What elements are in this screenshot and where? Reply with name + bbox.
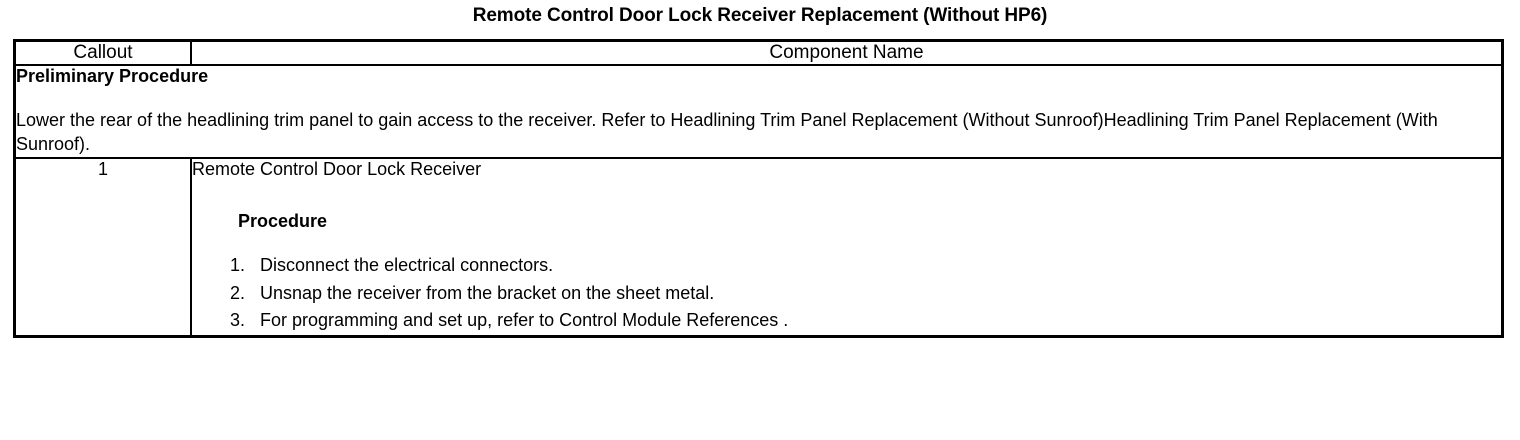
preliminary-procedure-row: Preliminary Procedure Lower the rear of …: [13, 64, 1504, 159]
procedure-heading: Procedure: [238, 211, 328, 232]
page-title: Remote Control Door Lock Receiver Replac…: [472, 5, 1048, 26]
list-item: Unsnap the receiver from the bracket on …: [250, 280, 1501, 308]
table-row: 1 Remote Control Door Lock Receiver Proc…: [13, 156, 1504, 338]
table-header-row: Callout Component Name: [13, 39, 1504, 66]
preliminary-procedure-heading: Preliminary Procedure: [16, 66, 209, 86]
component-detail-cell: Remote Control Door Lock Receiver Proced…: [190, 156, 1504, 338]
preliminary-procedure-body: Lower the rear of the headlining trim pa…: [16, 109, 1438, 154]
column-header-callout: Callout: [13, 39, 192, 66]
preliminary-procedure-cell: Preliminary Procedure Lower the rear of …: [13, 64, 1504, 159]
procedure-table-wrapper: Callout Component Name Preliminary Proce…: [13, 39, 1504, 338]
list-item: Disconnect the electrical connectors.: [250, 252, 1501, 280]
procedure-table: Callout Component Name Preliminary Proce…: [13, 39, 1504, 338]
list-item: For programming and set up, refer to Con…: [250, 307, 1501, 335]
component-name-text: Remote Control Door Lock Receiver: [192, 158, 482, 179]
procedure-step-list: Disconnect the electrical connectors. Un…: [192, 233, 1501, 335]
callout-number-cell: 1: [13, 156, 192, 338]
column-header-component-name: Component Name: [190, 39, 1504, 66]
